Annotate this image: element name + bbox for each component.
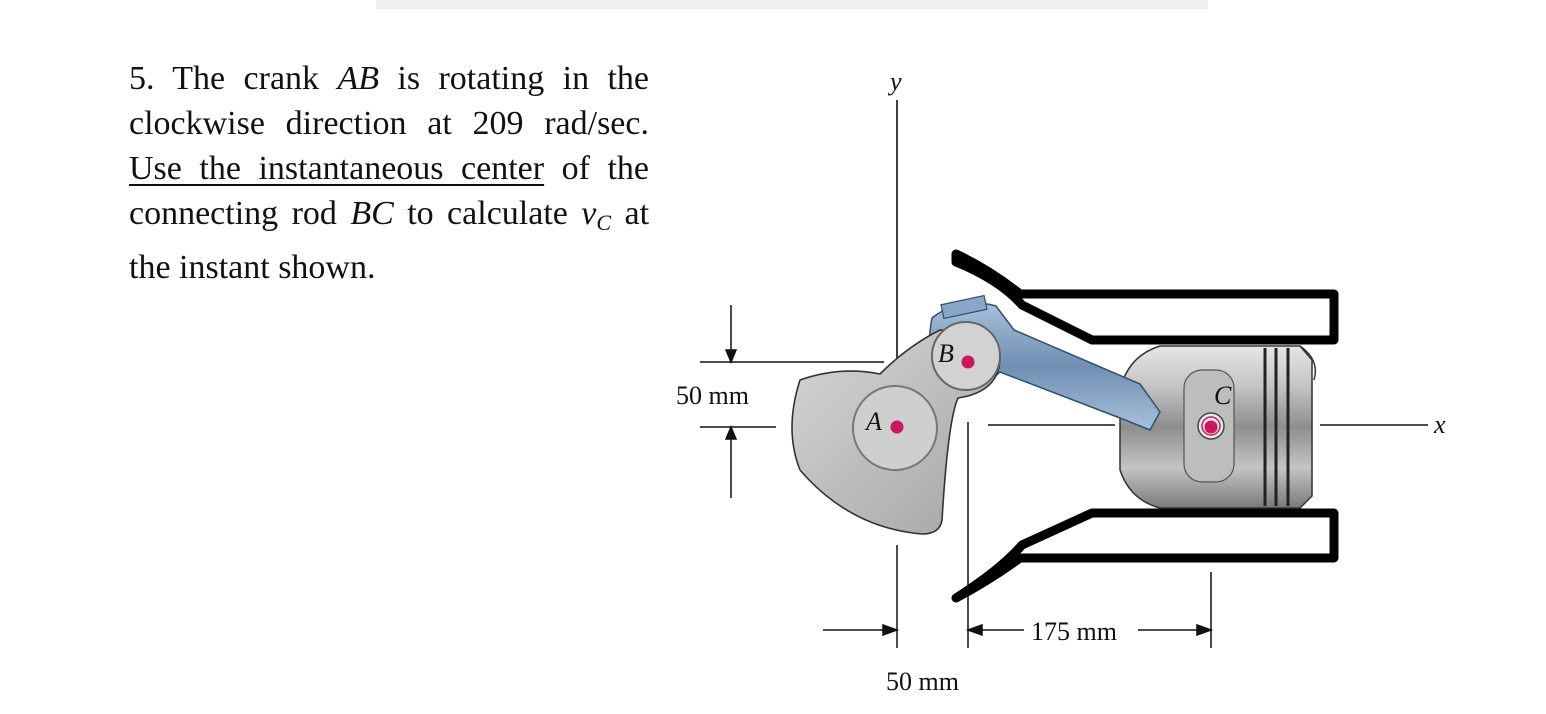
- pin-b-dot: [961, 355, 975, 369]
- point-b-label: B: [938, 339, 954, 368]
- pin-c-dot: [1204, 420, 1218, 434]
- problem-text: is rotating in the clockwise direction a…: [129, 60, 650, 142]
- underlined-instruction: Use the instantaneous center: [129, 150, 545, 187]
- vertical-dimension: [700, 305, 884, 498]
- problem-statement: 5. The crank AB is rotating in the clock…: [129, 56, 649, 290]
- horizontal-dimension-left: [823, 422, 983, 648]
- y-axis-label: y: [887, 67, 902, 96]
- point-a-label: A: [864, 407, 882, 436]
- cylinder-wall-bottom: [951, 508, 1339, 603]
- problem-text: to calculate: [407, 195, 568, 232]
- vertical-dimension-label: 50 mm: [676, 381, 749, 410]
- horizontal-dimension-right: [982, 572, 1214, 648]
- top-scroll-bar: [376, 0, 1208, 9]
- point-c-label: C: [1214, 381, 1232, 410]
- cylinder-wall-top: [951, 249, 1339, 345]
- problem-number: 5.: [129, 60, 155, 97]
- velocity-letter: v: [581, 195, 597, 232]
- velocity-subscript: C: [596, 210, 612, 235]
- problem-text: The crank: [172, 60, 320, 97]
- problem-paragraph: 5. The crank AB is rotating in the clock…: [129, 56, 649, 290]
- problem-text: of the connecting rod: [129, 150, 650, 232]
- velocity-symbol: vC: [581, 195, 612, 235]
- x-axis-label: x: [1433, 410, 1446, 439]
- crank-label: AB: [337, 60, 379, 97]
- pin-a-dot: [890, 420, 904, 434]
- problem-text: at the instant shown.: [129, 195, 650, 286]
- horizontal-dimension-right-label: 175 mm: [1031, 617, 1117, 646]
- horizontal-dimension-left-label: 50 mm: [886, 667, 959, 696]
- rod-label: BC: [350, 195, 394, 232]
